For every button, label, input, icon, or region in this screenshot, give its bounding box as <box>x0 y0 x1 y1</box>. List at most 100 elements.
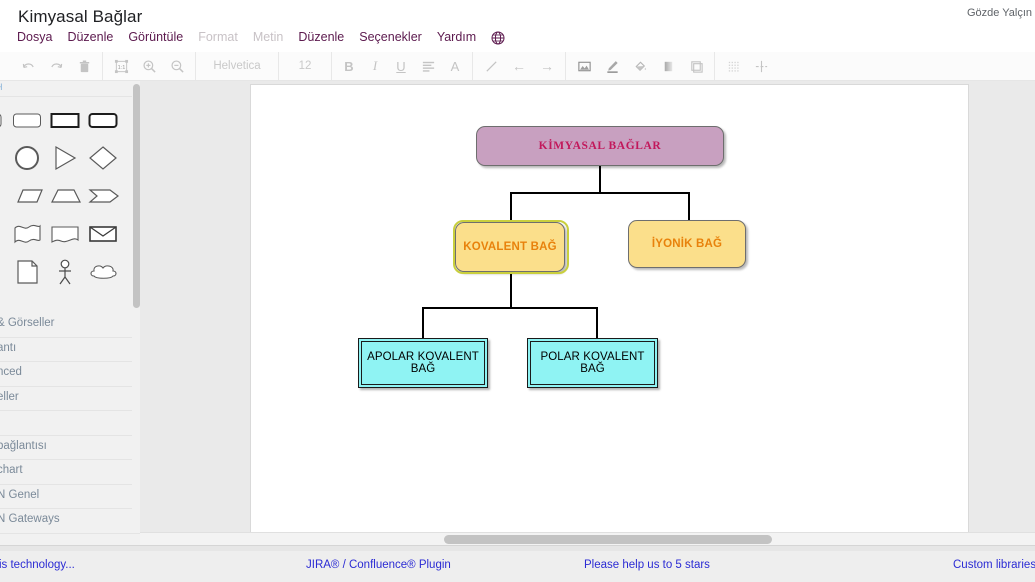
shadow-icon[interactable] <box>654 53 682 79</box>
svg-text:1:1: 1:1 <box>117 64 125 70</box>
node-label: APOLAR KOVALENT BAĞ <box>367 351 479 375</box>
connector-kovalent-down <box>510 272 512 308</box>
shape-palette-panel: H <box>0 81 140 545</box>
underline-button[interactable]: U <box>396 58 406 74</box>
footer-link-jira-plugin[interactable]: JIRA® / Confluence® Plugin <box>306 559 451 571</box>
font-family-select[interactable]: Helvetica <box>213 60 261 72</box>
image-icon[interactable] <box>570 53 598 79</box>
rectangle-bold-icon[interactable] <box>46 101 84 139</box>
palette-scrollbar-thumb[interactable] <box>133 84 140 308</box>
node-label: KİMYASAL BAĞLAR <box>538 140 662 152</box>
arrow-partial-icon[interactable] <box>0 177 8 215</box>
menu-bar: Dosya Düzenle Görüntüle Format Metin Düz… <box>17 30 505 45</box>
circle-partial-icon[interactable] <box>0 139 8 177</box>
connector-to-polar <box>596 307 598 340</box>
document-wave-icon[interactable] <box>46 215 84 253</box>
toolbar-group-font: Helvetica <box>196 52 279 80</box>
globe-icon[interactable] <box>491 31 505 45</box>
zoom-out-icon[interactable] <box>163 53 191 79</box>
rounded-rectangle-icon[interactable] <box>8 101 46 139</box>
document-title[interactable]: Kimyasal Bağlar <box>18 7 143 26</box>
envelope-icon[interactable] <box>84 215 122 253</box>
parallelogram-icon[interactable] <box>8 177 46 215</box>
font-size-input[interactable]: 12 <box>298 60 312 72</box>
list-item[interactable]: bağlantısı <box>0 435 140 460</box>
user-name-label[interactable]: Gözde Yalçın <box>966 7 1032 19</box>
wave-icon[interactable] <box>8 215 46 253</box>
menu-item-duzenle[interactable]: Düzenle <box>67 30 114 44</box>
align-left-icon[interactable] <box>414 53 442 79</box>
palette-library-list: & Görseller antı nced eller bağlantısı c… <box>0 313 140 534</box>
footer-link-rate-stars[interactable]: Please help us to 5 stars <box>584 559 710 571</box>
circle-icon[interactable] <box>8 139 46 177</box>
toolbar-group-textstyle: B I U A <box>332 52 473 80</box>
grid-icon[interactable] <box>719 53 747 79</box>
redo-icon[interactable] <box>42 53 70 79</box>
list-item[interactable]: N Genel <box>0 484 140 509</box>
toolbar-group-grid <box>715 52 779 80</box>
shape-style-icon[interactable] <box>682 53 710 79</box>
menu-item-dosya[interactable]: Dosya <box>17 30 53 44</box>
shape-grid <box>0 101 140 291</box>
trash-icon[interactable] <box>70 53 98 79</box>
connector-root-down <box>599 166 601 193</box>
italic-button[interactable]: I <box>372 58 378 73</box>
menu-item-secenekler[interactable]: Seçenekler <box>359 30 422 44</box>
menu-item-duzenle-2[interactable]: Düzenle <box>298 30 345 44</box>
connector-to-kovalent <box>510 192 512 224</box>
list-item[interactable]: & Görseller <box>0 313 140 338</box>
menu-item-goruntule[interactable]: Görüntüle <box>128 30 184 44</box>
connector-to-apolar <box>422 307 424 340</box>
diagram-node-iyonik-bag[interactable]: İYONİK BAĞ <box>628 220 746 268</box>
palette-section-header: H <box>0 81 140 97</box>
triangle-right-icon[interactable] <box>46 139 84 177</box>
connector-level1-horizontal <box>510 192 690 194</box>
cloud-icon[interactable] <box>84 253 122 291</box>
toolbar-group-history <box>0 52 103 80</box>
node-label: POLAR KOVALENT BAĞ <box>540 351 645 375</box>
cylinder-partial-icon[interactable] <box>0 253 8 291</box>
list-item[interactable]: N Gateways <box>0 509 140 534</box>
pencil-icon[interactable] <box>598 53 626 79</box>
footer-link-technology[interactable]: t this technology... <box>0 559 75 571</box>
menu-item-format: Format <box>198 30 238 44</box>
fit-to-page-icon[interactable]: 1:1 <box>107 53 135 79</box>
list-item[interactable]: antı <box>0 337 140 362</box>
rounded-rectangle-partial-icon[interactable] <box>0 101 8 139</box>
connector-level2-horizontal <box>422 307 598 309</box>
menu-item-yardim[interactable]: Yardım <box>436 30 477 44</box>
list-item[interactable]: nced <box>0 362 140 387</box>
menu-item-metin: Metin <box>252 30 284 44</box>
paint-bucket-icon[interactable] <box>626 53 654 79</box>
diagram-node-kimyasal-baglar[interactable]: KİMYASAL BAĞLAR <box>476 126 724 166</box>
diagram-node-kovalent-bag[interactable]: KOVALENT BAĞ <box>455 222 565 272</box>
diagram-node-polar-kovalent-bag[interactable]: POLAR KOVALENT BAĞ <box>527 338 658 388</box>
list-item[interactable]: chart <box>0 460 140 485</box>
zoom-in-icon[interactable] <box>135 53 163 79</box>
connector-to-iyonik <box>688 192 690 222</box>
list-item[interactable]: eller <box>0 386 140 411</box>
bottom-divider <box>0 545 1035 552</box>
list-item[interactable] <box>0 411 140 436</box>
page-icon[interactable] <box>8 253 46 291</box>
arrow-right-icon[interactable]: → <box>540 58 554 74</box>
canvas-horizontal-scrollbar-thumb[interactable] <box>444 535 772 544</box>
rectangle-rounded-bold-icon[interactable] <box>84 101 122 139</box>
diagram-node-apolar-kovalent-bag[interactable]: APOLAR KOVALENT BAĞ <box>358 338 488 388</box>
diamond-icon[interactable] <box>84 139 122 177</box>
chevron-icon[interactable] <box>84 177 122 215</box>
footer-link-custom-libraries[interactable]: Custom libraries <box>953 559 1035 571</box>
crosshair-icon[interactable] <box>747 53 775 79</box>
toolbar-group-fontsize: 12 <box>279 52 332 80</box>
text-color-button[interactable]: A <box>450 58 460 74</box>
app-header: Kimyasal Bağlar Gözde Yalçın Dosya Düzen… <box>0 0 1035 52</box>
trapezoid-icon[interactable] <box>46 177 84 215</box>
square-partial-icon[interactable] <box>0 215 8 253</box>
node-label: İYONİK BAĞ <box>651 238 723 250</box>
line-icon[interactable] <box>477 53 505 79</box>
actor-icon[interactable] <box>46 253 84 291</box>
arrow-left-icon[interactable]: ← <box>512 58 526 74</box>
bold-button[interactable]: B <box>344 58 354 74</box>
undo-icon[interactable] <box>14 53 42 79</box>
